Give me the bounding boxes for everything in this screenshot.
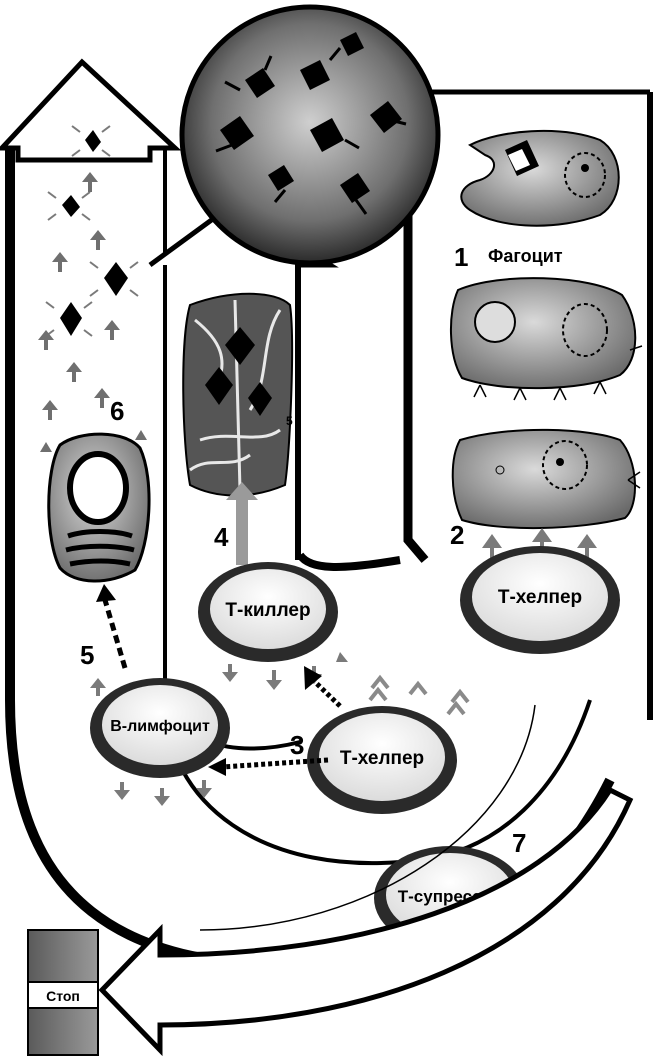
activated-cell: [451, 428, 641, 530]
virus-particle: [340, 173, 370, 203]
helper-signal-arrows-right: [482, 528, 597, 558]
stop-block: [27, 929, 99, 1056]
t-killer-cell: [198, 562, 338, 662]
b-lymphocyte-label: B-лимфоцит: [110, 718, 210, 735]
virus-particle: [340, 32, 364, 56]
pathogen-sphere: [179, 4, 441, 266]
stop-arrow: [98, 786, 634, 1057]
stop-label: Стоп: [46, 988, 80, 1004]
helper-to-b-arrow: [221, 757, 329, 770]
step-number-2: 2: [450, 520, 464, 550]
step-number-4: 4: [214, 522, 229, 552]
step-number-5: 5: [80, 640, 94, 670]
virus-particle: [220, 116, 254, 150]
secretion-arrows: [38, 172, 147, 452]
virus-particle: [245, 68, 275, 98]
b-signal-arrows: [90, 678, 212, 806]
step-number-7: 7: [512, 828, 526, 858]
step-number-5-small: 5: [286, 414, 293, 428]
suppression-line: [199, 704, 536, 931]
killer-attack-arrow: [226, 482, 258, 565]
t-helper-right-cell: [460, 546, 620, 654]
step-number-1: 1: [454, 242, 468, 272]
virus-particle: [300, 60, 330, 90]
phagocyte-label: Фагоцит: [488, 246, 563, 266]
virus-particle: [268, 165, 294, 191]
plasma-cell: [47, 432, 151, 583]
t-helper-center-cell: [307, 706, 457, 814]
helper-center-signal-chevrons: [368, 674, 470, 716]
virus-particle: [310, 118, 344, 152]
t-helper-center-label: Т-хелпер: [340, 748, 424, 769]
infected-cell: [182, 292, 294, 497]
b-to-plasma-arrow: [102, 599, 128, 669]
phagocyte-cell: [460, 129, 620, 227]
t-helper-right-label: Т-хелпер: [498, 587, 582, 608]
t-killer-label: Т-киллер: [225, 600, 310, 621]
virus-particle: [370, 101, 402, 133]
phagocyte-tube: [296, 89, 653, 720]
b-lymphocyte-cell: [90, 678, 230, 778]
antibody-particles: [45, 125, 139, 337]
step-number-3: 3: [290, 730, 304, 760]
antigen-presenting-cell: [450, 277, 643, 401]
helper-to-killer-arrow: [311, 678, 342, 708]
step-number-6: 6: [110, 396, 124, 426]
